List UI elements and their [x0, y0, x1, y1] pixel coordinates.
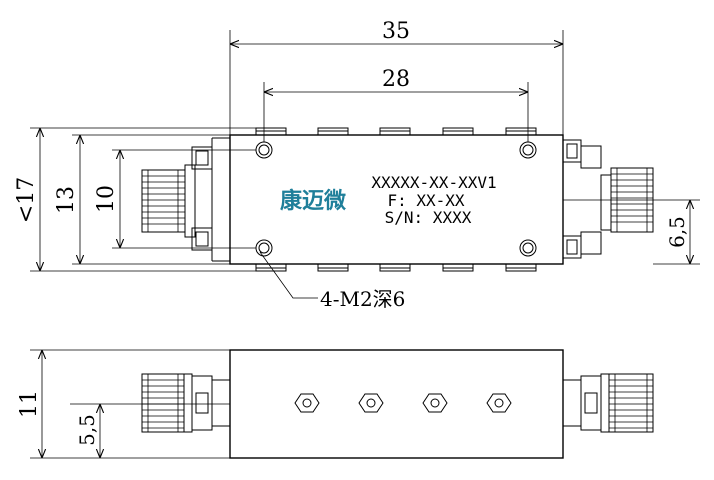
part-number: XXXXX-XX-XXV1 — [371, 173, 496, 192]
left-connector-side-view — [141, 373, 231, 433]
dim-overall-length: 35 — [382, 19, 410, 44]
dim-connector-offset-top: 6,5 — [665, 216, 689, 248]
dim-hole-spacing: 28 — [382, 67, 410, 92]
right-connector-side-view — [562, 373, 654, 433]
mounting-hole-leader — [259, 251, 318, 299]
side-view — [30, 349, 654, 459]
left-connector-top-view — [141, 146, 213, 251]
side-view-screws — [294, 393, 512, 413]
side-view-body — [229, 349, 564, 459]
dim-body-width: 13 — [54, 186, 79, 214]
dim-max-width: <17 — [14, 177, 39, 223]
mounting-hole-callout: 4-M2深6 — [320, 287, 405, 311]
right-connector-top-view — [562, 139, 654, 259]
side-view-dimension-lines — [42, 350, 100, 458]
top-view — [30, 30, 700, 272]
dim-connector-offset-side: 5,5 — [75, 414, 99, 446]
top-view-dimension-lines — [40, 44, 690, 299]
bottom-nut-row — [255, 263, 537, 272]
frequency-label: F: XX-XX — [387, 191, 464, 210]
brand-logo: 康迈微 — [280, 188, 346, 214]
top-nut-row — [255, 127, 537, 136]
dim-height: 11 — [17, 390, 42, 418]
dim-hole-pitch: 10 — [94, 185, 119, 213]
serial-number: S/N: XXXX — [385, 208, 472, 227]
